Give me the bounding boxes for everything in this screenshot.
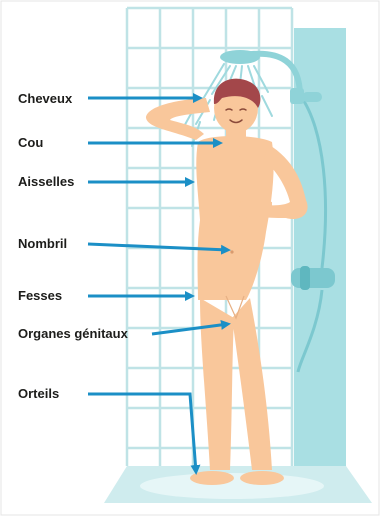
arrow-orteils	[88, 394, 196, 472]
label-aisselles: Aisselles	[18, 175, 74, 189]
shower-knob	[300, 266, 310, 290]
label-organes-genitaux: Organes génitaux	[18, 327, 128, 341]
label-nombril: Nombril	[18, 237, 67, 251]
label-cou: Cou	[18, 136, 43, 150]
label-orteils: Orteils	[18, 387, 59, 401]
label-cheveux: Cheveux	[18, 92, 72, 106]
label-fesses: Fesses	[18, 289, 62, 303]
left-foot	[190, 471, 234, 485]
right-leg	[232, 298, 272, 470]
left-leg	[200, 298, 234, 470]
navel	[230, 250, 233, 253]
torso	[196, 136, 273, 300]
right-foot	[240, 471, 284, 485]
raised-arm	[146, 98, 210, 140]
shower-mixer	[291, 268, 335, 288]
shower-head	[220, 50, 260, 64]
